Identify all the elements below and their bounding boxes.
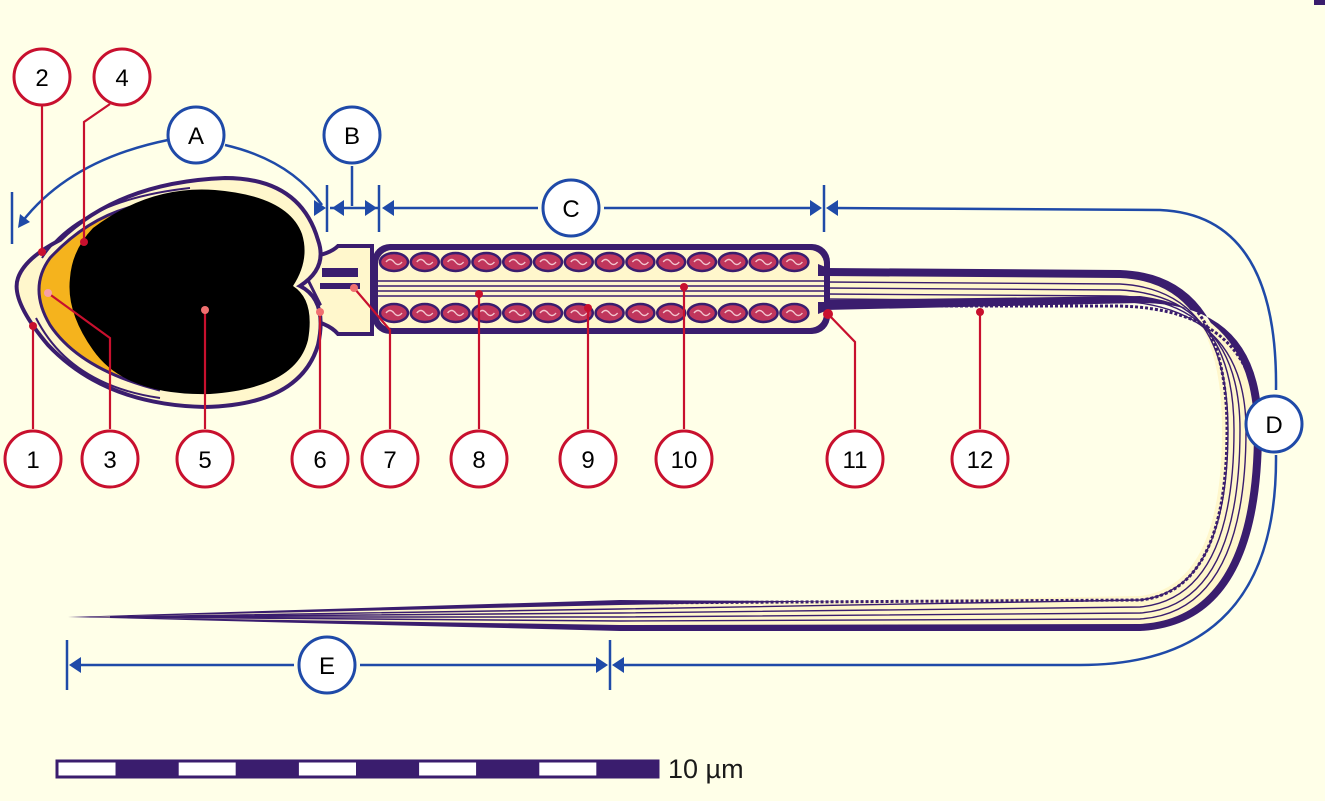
leader-4 bbox=[82, 103, 111, 242]
leader-lines bbox=[31, 103, 982, 429]
svg-text:E: E bbox=[319, 653, 335, 680]
svg-text:B: B bbox=[344, 123, 360, 150]
svg-text:11: 11 bbox=[843, 447, 868, 474]
scale-bar-segment bbox=[596, 759, 660, 779]
part-marker-12: 12 bbox=[950, 429, 1010, 489]
mitochondria-row-top bbox=[378, 251, 810, 273]
corner-mark bbox=[1314, 0, 1325, 5]
scale-bar-segment bbox=[476, 759, 540, 779]
bracket-a-right-arc bbox=[224, 143, 324, 206]
svg-text:C: C bbox=[562, 196, 579, 223]
svg-text:D: D bbox=[1265, 412, 1282, 439]
region-marker-b: B bbox=[322, 105, 382, 165]
connecting-piece bbox=[320, 283, 360, 289]
scale-bar-segment bbox=[356, 759, 420, 779]
region-marker-e: E bbox=[297, 635, 357, 695]
region-marker-c: C bbox=[541, 178, 601, 238]
svg-text:2: 2 bbox=[35, 65, 48, 92]
part-marker-5: 5 bbox=[175, 429, 235, 489]
nucleus bbox=[69, 189, 310, 395]
part-marker-4: 4 bbox=[92, 47, 152, 107]
bracket-d-lower bbox=[616, 454, 1278, 667]
scale-bar-segment bbox=[536, 759, 600, 779]
scale-bar-segment bbox=[115, 759, 179, 779]
bracket-a-left-arc bbox=[21, 138, 169, 223]
part-marker-3: 3 bbox=[80, 429, 140, 489]
head bbox=[14, 175, 323, 410]
scale-bar-segments bbox=[55, 759, 660, 779]
scale-bar-segment bbox=[55, 759, 119, 779]
scale-bar: 10 µm bbox=[55, 754, 744, 784]
svg-text:5: 5 bbox=[198, 447, 211, 474]
svg-text:10: 10 bbox=[671, 447, 698, 474]
inner-membrane-bottom bbox=[35, 317, 161, 399]
leader-7 bbox=[353, 287, 392, 429]
part-marker-2: 2 bbox=[12, 47, 72, 107]
proximal-centriole bbox=[322, 268, 358, 277]
scale-bar-segment bbox=[295, 759, 359, 779]
scale-bar-label: 10 µm bbox=[668, 754, 744, 784]
part-marker-10: 10 bbox=[654, 429, 714, 489]
part-markers: 1 2 3 4 5 6 7 8 9 10 11 12 bbox=[3, 47, 1010, 489]
svg-text:A: A bbox=[188, 123, 204, 150]
middle-piece bbox=[330, 244, 830, 334]
part-marker-6: 6 bbox=[290, 429, 350, 489]
middle-piece-axoneme bbox=[330, 280, 826, 297]
leader-dots bbox=[29, 238, 984, 330]
outer-acrosomal-membrane bbox=[41, 187, 191, 259]
svg-text:1: 1 bbox=[26, 447, 39, 474]
region-markers: A B C D E bbox=[166, 105, 1304, 695]
annulus-top bbox=[818, 264, 828, 276]
svg-text:4: 4 bbox=[115, 65, 128, 92]
part-marker-7: 7 bbox=[360, 429, 420, 489]
bracket-arrowheads bbox=[18, 200, 838, 673]
leader-3 bbox=[47, 292, 112, 429]
scale-bar-segment bbox=[235, 759, 299, 779]
region-brackets bbox=[10, 138, 1278, 690]
region-marker-a: A bbox=[166, 105, 226, 165]
bracket-d-upper bbox=[831, 206, 1278, 391]
scale-bar-segment bbox=[175, 759, 239, 779]
svg-text:12: 12 bbox=[967, 447, 994, 474]
svg-text:8: 8 bbox=[472, 447, 485, 474]
part-marker-8: 8 bbox=[449, 429, 509, 489]
part-marker-11: 11 bbox=[825, 429, 885, 489]
svg-text:9: 9 bbox=[581, 447, 594, 474]
svg-text:7: 7 bbox=[383, 447, 396, 474]
part-marker-9: 9 bbox=[558, 429, 618, 489]
svg-text:6: 6 bbox=[313, 447, 326, 474]
region-marker-d: D bbox=[1244, 394, 1304, 454]
scale-bar-segment bbox=[416, 759, 480, 779]
leader-11 bbox=[827, 313, 857, 429]
svg-text:3: 3 bbox=[103, 447, 116, 474]
part-marker-1: 1 bbox=[3, 429, 63, 489]
